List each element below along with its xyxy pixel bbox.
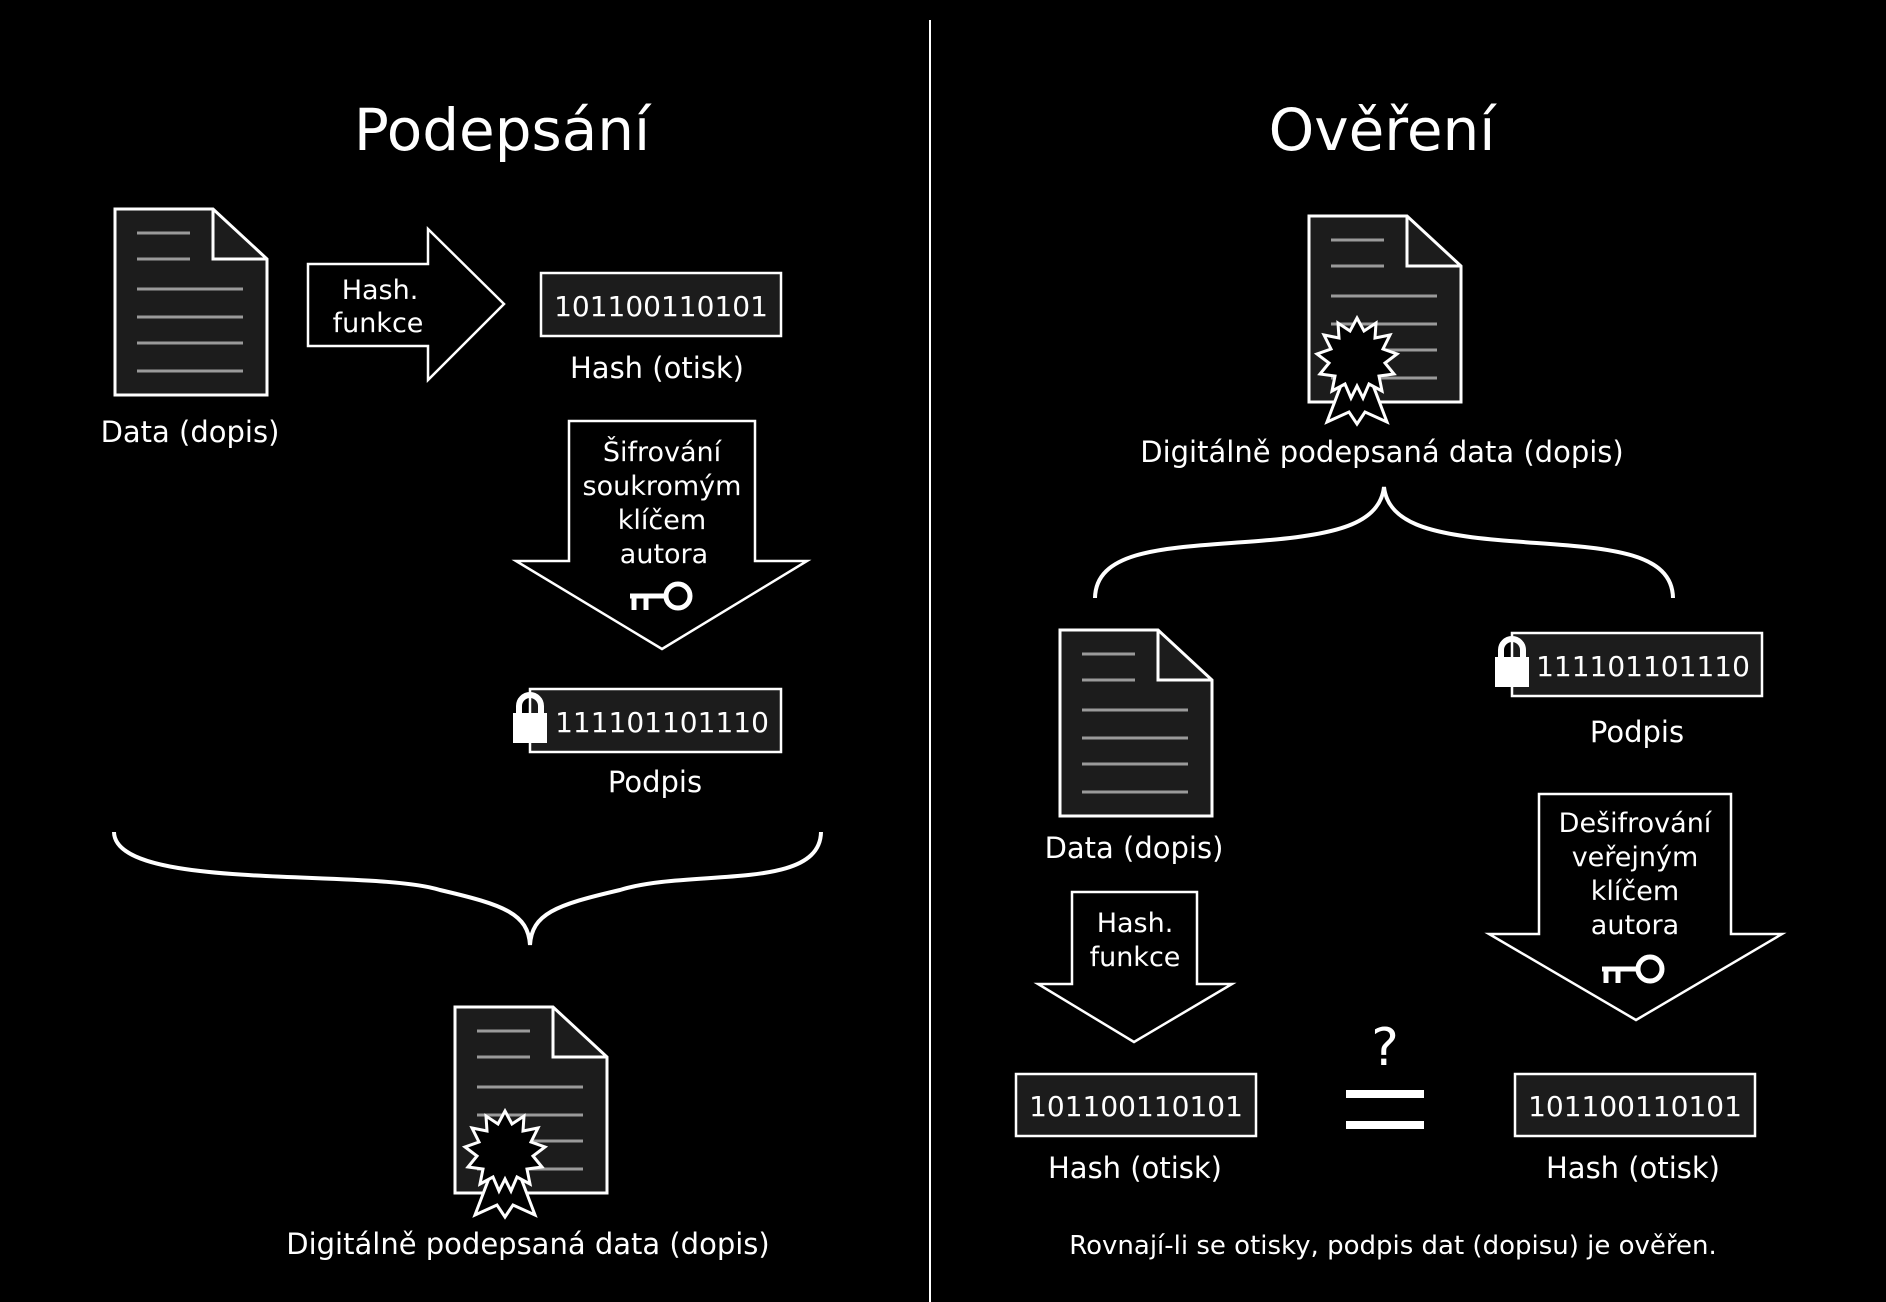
equals-sign-bottom: [1346, 1121, 1424, 1129]
signed-document-icon: [1307, 214, 1463, 426]
key-icon: [1602, 957, 1662, 983]
data-document-icon: [1058, 628, 1214, 818]
hash-value: 101100110101: [554, 290, 768, 323]
decrypted-hash-box: 101100110101: [1513, 1072, 1757, 1138]
signed-data-label: Digitálně podepsaná data (dopis): [286, 1227, 769, 1261]
signing-title: Podepsání: [354, 96, 652, 164]
data-document-icon: [113, 207, 269, 397]
hash-function-label-2: funkce: [1090, 942, 1181, 973]
data-label: Data (dopis): [1045, 831, 1224, 865]
signature-value-box: 111101101110: [1495, 631, 1764, 698]
signature-value: 111101101110: [1536, 650, 1750, 683]
encrypt-private-key-arrow: Šifrování soukromým klíčem autora: [511, 419, 812, 651]
data-label: Data (dopis): [101, 415, 280, 449]
decrypt-label-3: klíčem: [1591, 876, 1679, 907]
hash-function-label-2: funkce: [333, 308, 424, 339]
hash-label: Hash (otisk): [570, 351, 744, 385]
decrypt-label-1: Dešifrování: [1559, 808, 1713, 839]
decrypt-label-2: veřejným: [1572, 842, 1699, 873]
equality-check: ?: [1346, 1018, 1424, 1129]
signed-document-icon: [453, 1005, 609, 1219]
key-icon: [630, 584, 690, 610]
computed-hash-box: 101100110101: [1014, 1072, 1258, 1138]
decrypt-public-key-arrow: Dešifrování veřejným klíčem autora: [1484, 792, 1787, 1022]
computed-hash-value: 101100110101: [1029, 1090, 1243, 1123]
decrypt-label-4: autora: [1591, 910, 1679, 941]
encrypt-label-2: soukromým: [583, 471, 742, 502]
signed-data-label: Digitálně podepsaná data (dopis): [1140, 435, 1623, 469]
question-mark: ?: [1371, 1018, 1399, 1078]
encrypt-label-3: klíčem: [618, 505, 706, 536]
signature-label: Podpis: [608, 765, 702, 799]
combine-brace: [112, 831, 823, 946]
decrypted-hash-label: Hash (otisk): [1546, 1151, 1720, 1185]
signature-label: Podpis: [1590, 715, 1684, 749]
signature-value: 111101101110: [555, 706, 769, 739]
signature-value-box: 111101101110: [513, 687, 783, 754]
hash-value-box: 101100110101: [539, 271, 783, 338]
verification-title: Ověření: [1269, 96, 1498, 164]
hash-function-arrow: Hash. funkce: [1033, 890, 1237, 1044]
hash-function-arrow: Hash. funkce: [306, 226, 506, 384]
equals-sign-top: [1346, 1090, 1424, 1098]
encrypt-label-1: Šifrování: [603, 436, 723, 468]
computed-hash-label: Hash (otisk): [1048, 1151, 1222, 1185]
hash-function-label-1: Hash.: [342, 275, 419, 306]
encrypt-label-4: autora: [620, 539, 708, 570]
split-brace: [1093, 486, 1675, 599]
hash-function-label-1: Hash.: [1097, 908, 1174, 939]
decrypted-hash-value: 101100110101: [1528, 1090, 1742, 1123]
verification-conclusion: Rovnají-li se otisky, podpis dat (dopisu…: [1069, 1231, 1717, 1261]
